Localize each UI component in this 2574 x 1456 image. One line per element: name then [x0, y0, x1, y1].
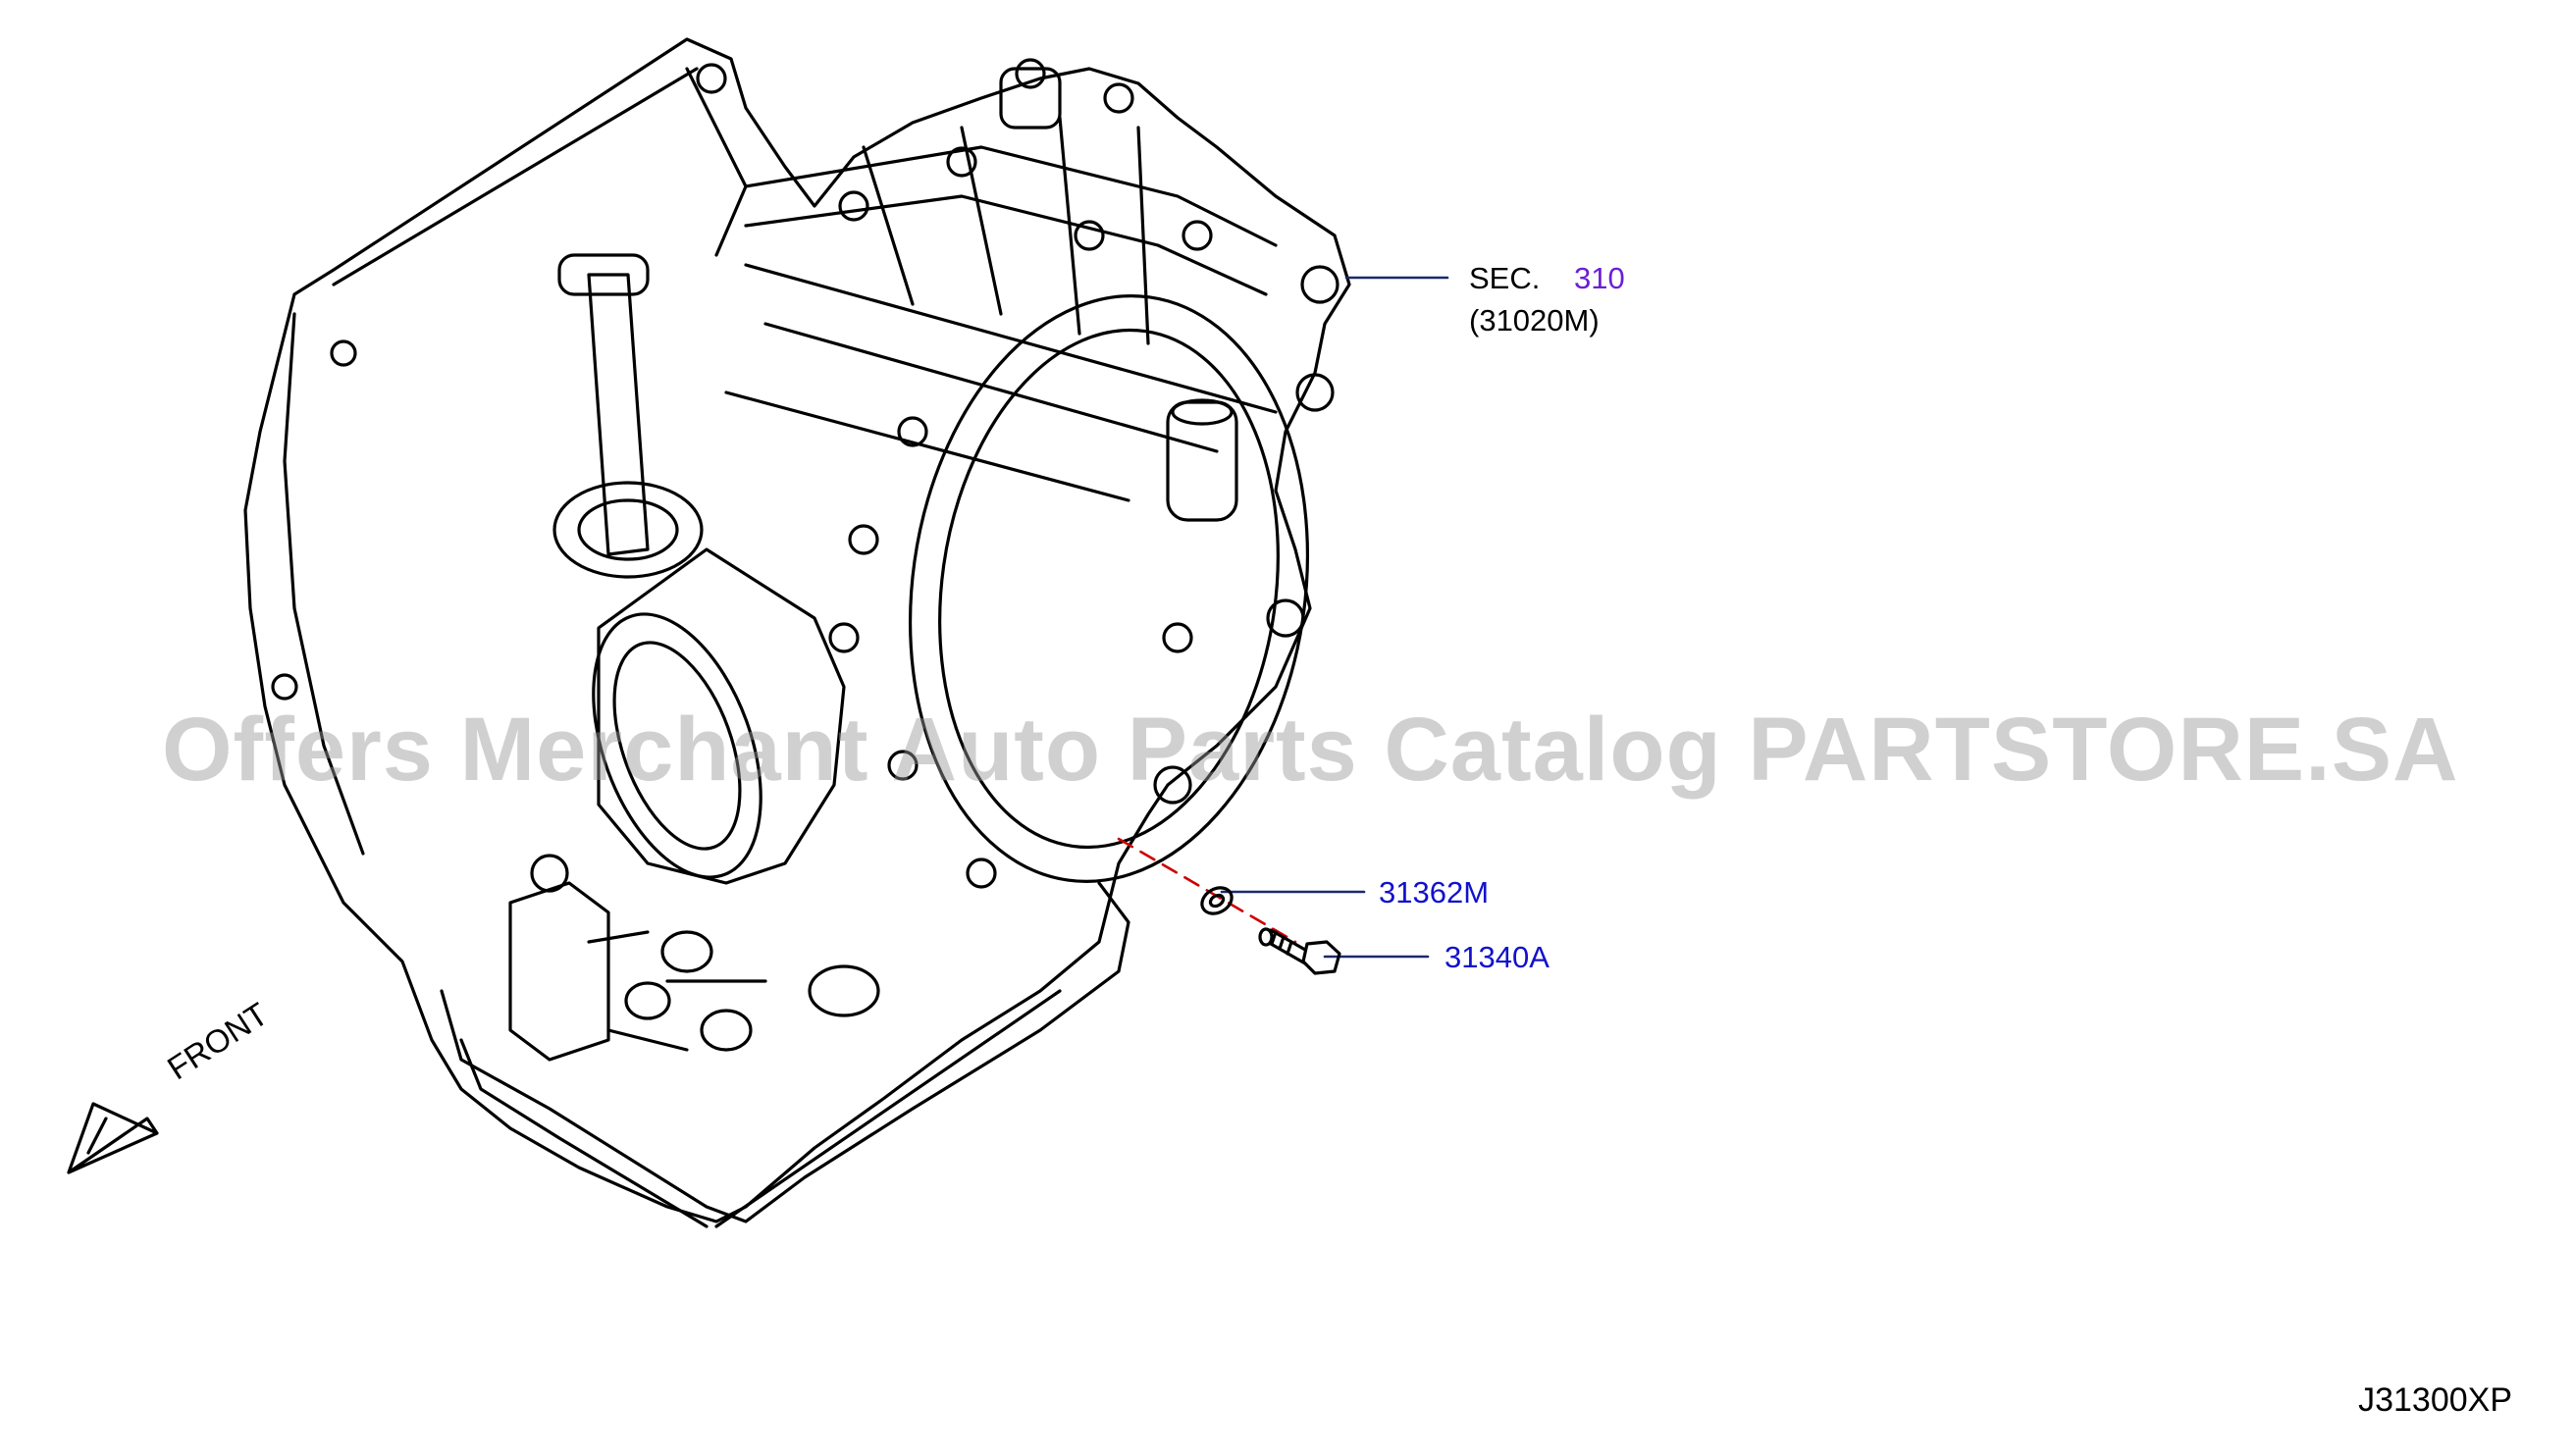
front-arrow-icon	[67, 1102, 159, 1174]
assembly-dashed-line	[1117, 837, 1297, 944]
callout-31340a[interactable]: 31340A	[1445, 940, 1550, 974]
sec-reference[interactable]: SEC. 310	[1469, 263, 1625, 293]
transmission-case	[243, 37, 1351, 1228]
washer-icon	[1200, 886, 1234, 915]
callout-31362m[interactable]: 31362M	[1379, 875, 1490, 910]
figure-code: J31300XP	[2358, 1381, 2512, 1419]
sec-number-link[interactable]: 310	[1573, 261, 1625, 295]
sec-prefix: SEC.	[1469, 261, 1541, 295]
bolt-icon	[1258, 927, 1341, 975]
sec-sub-reference: (31020M)	[1469, 303, 1600, 338]
watermark-text: Offers Merchant Auto Parts Catalog PARTS…	[162, 700, 2459, 800]
